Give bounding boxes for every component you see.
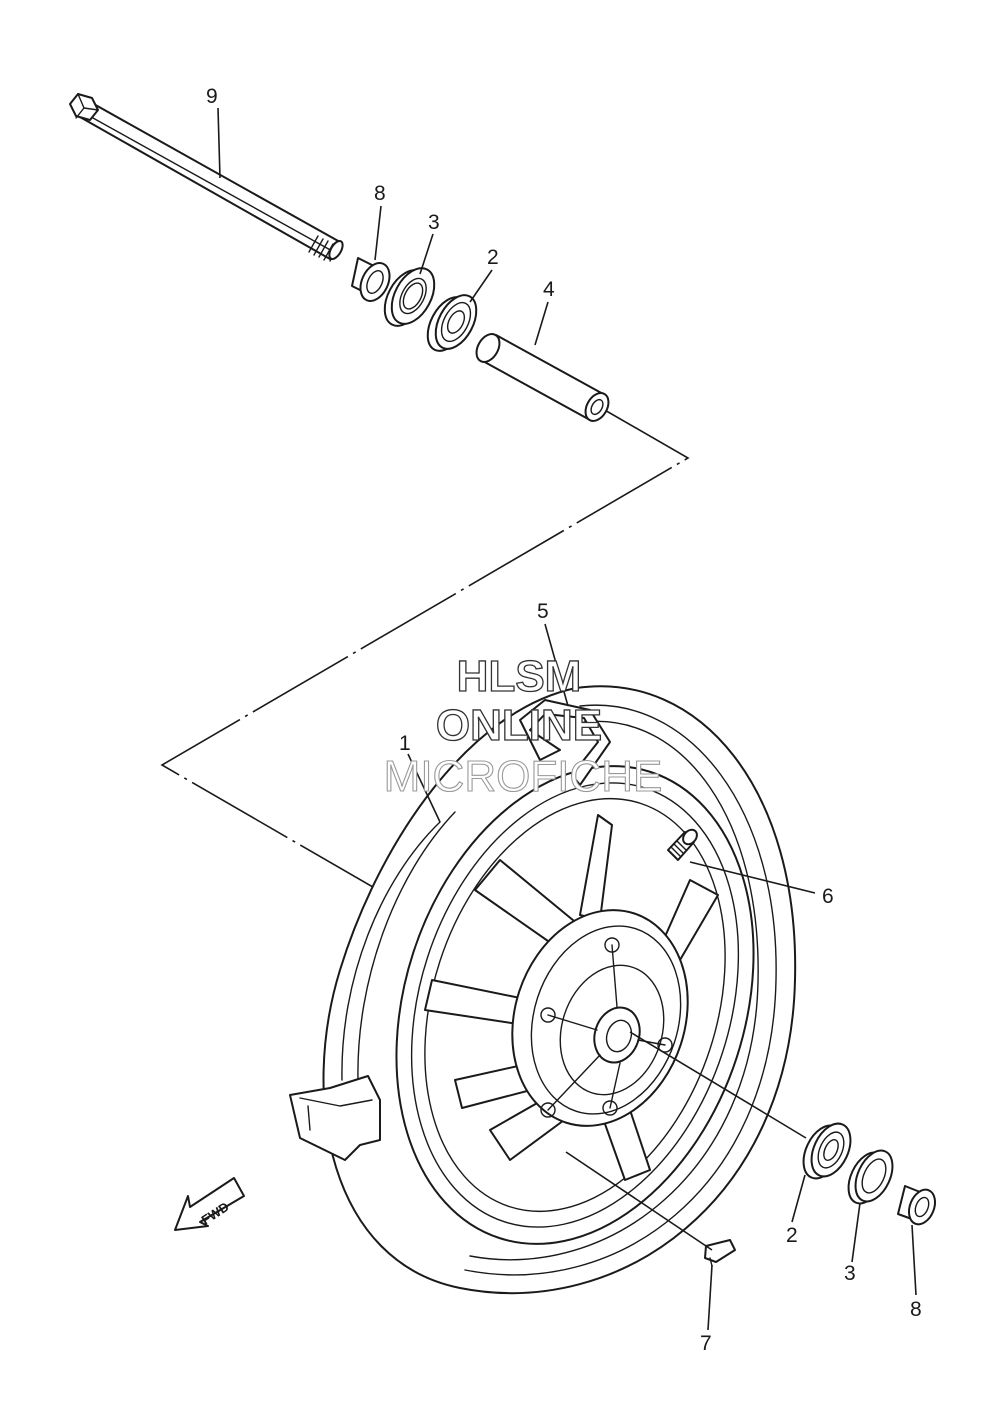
callout-collar-top: 8 [374, 182, 386, 205]
callout-tire: 5 [537, 600, 549, 623]
watermark-line-3: MICROFICHE [384, 752, 663, 801]
collar-top [351, 257, 391, 302]
assembly-centerline [160, 404, 690, 891]
watermark: HLSM ONLINE MICROFICHE [383, 651, 663, 801]
callout-balance-weight: 7 [700, 1332, 712, 1355]
callout-oil-seal-top: 3 [428, 211, 440, 234]
callout-bearing-bottom: 2 [786, 1224, 798, 1247]
valve-stem [667, 828, 698, 861]
bearing-bottom [802, 1122, 852, 1180]
collar-bottom [897, 1185, 937, 1226]
forward-direction-arrow: FWD [174, 1177, 245, 1231]
oil-seal-bottom [847, 1149, 894, 1205]
callout-collar-bottom: 8 [910, 1298, 922, 1321]
callout-spacer: 4 [543, 278, 555, 301]
balance-weight [704, 1239, 736, 1267]
callout-valve: 6 [822, 885, 834, 908]
wheel-assembly [289, 685, 797, 1295]
callout-bearing-top: 2 [487, 246, 499, 269]
callout-wheel: 1 [399, 732, 411, 755]
tire-bracket [519, 699, 611, 786]
spacer-tube [475, 333, 610, 422]
watermark-line-1: HLSM [457, 652, 582, 701]
axle-shaft [69, 93, 344, 262]
oil-seal-top [383, 267, 436, 327]
callout-axle: 9 [206, 85, 218, 108]
leader-lines [217, 107, 917, 1331]
watermark-line-2: ONLINE [436, 701, 602, 750]
callout-oil-seal-bottom: 3 [844, 1262, 856, 1285]
bearing-top [426, 294, 478, 352]
callout-labels: 9 8 3 2 4 5 1 6 2 3 8 7 [206, 85, 922, 1355]
